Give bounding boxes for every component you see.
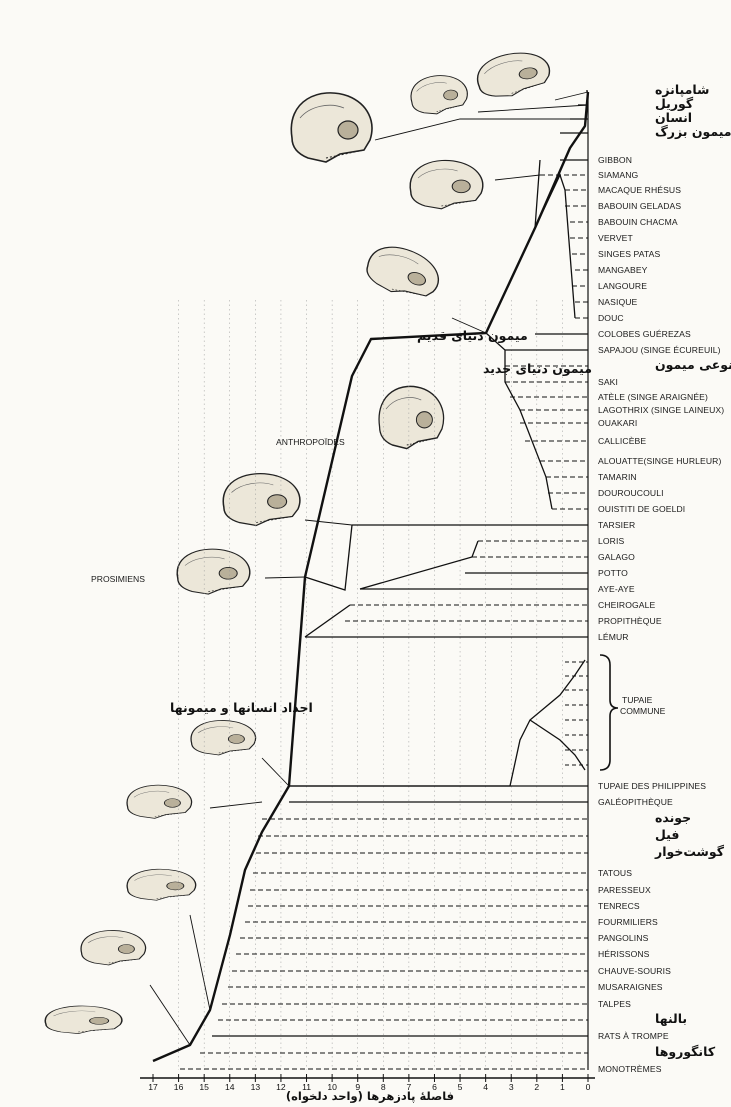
species-label: OUISTITI DE GOELDI	[598, 504, 685, 514]
species-label: TUPAIE DES PHILIPPINES	[598, 781, 706, 791]
species-label: GALAGO	[598, 552, 635, 562]
species-label: نوعی میمون	[655, 357, 731, 372]
species-label: MUSARAIGNES	[598, 982, 663, 992]
species-label: کانگوروها	[655, 1044, 716, 1059]
tick-label: 17	[148, 1082, 158, 1092]
anthropoids-label: ANTHROPOÏDES	[276, 437, 345, 447]
species-label: LÉMUR	[598, 632, 629, 642]
species-label: گوریل	[655, 96, 694, 111]
ancestors-label: اجداد انسانها و میمونها	[170, 700, 313, 715]
species-label: AYE-AYE	[598, 584, 635, 594]
species-label: CHEIROGALE	[598, 600, 656, 610]
species-label: DOUROUCOULI	[598, 488, 664, 498]
species-label: PANGOLINS	[598, 933, 649, 943]
species-label: CALLICÈBE	[598, 436, 646, 446]
species-label: میمون بزرگ	[655, 123, 731, 139]
species-label: SAKI	[598, 377, 618, 387]
tupaia-label-line2: COMMUNE	[620, 706, 666, 716]
species-label: SIAMANG	[598, 170, 639, 180]
species-label: شامپانزه	[655, 82, 709, 97]
species-label: PARESSEUX	[598, 885, 651, 895]
species-label: COLOBES GUÉREZAS	[598, 329, 691, 339]
species-label: RATS À TROMPE	[598, 1031, 669, 1041]
x-axis-title: فاصلهٔ پادزهرها (واحد دلخواه)	[286, 1089, 454, 1104]
tick-label: 13	[251, 1082, 261, 1092]
tupaia-label-line1: TUPAIE	[622, 695, 653, 705]
tick-label: 1	[560, 1082, 565, 1092]
species-label: ALOUATTE(SINGE HURLEUR)	[598, 456, 721, 466]
species-label: OUAKARI	[598, 418, 637, 428]
tick-label: 2	[534, 1082, 539, 1092]
species-label: DOUC	[598, 313, 624, 323]
species-label: POTTO	[598, 568, 628, 578]
tick-label: 4	[483, 1082, 488, 1092]
tick-label: 12	[276, 1082, 286, 1092]
species-label: NASIQUE	[598, 297, 638, 307]
tick-label: 0	[586, 1082, 591, 1092]
old-world-monkeys-label: میمون دنیای قدیم	[417, 328, 528, 343]
species-label: ATÈLE (SINGE ARAIGNÉE)	[598, 392, 708, 402]
tick-label: 15	[199, 1082, 209, 1092]
species-label: LAGOTHRIX (SINGE LAINEUX)	[598, 405, 724, 415]
species-label: FOURMILIERS	[598, 917, 658, 927]
tick-label: 5	[458, 1082, 463, 1092]
tick-label: 3	[509, 1082, 514, 1092]
species-label: BABOUIN CHACMA	[598, 217, 678, 227]
species-label: LANGOURE	[598, 281, 647, 291]
species-label: فیل	[655, 827, 679, 842]
species-label: TATOUS	[598, 868, 632, 878]
species-label: PROPITHÈQUE	[598, 616, 662, 626]
species-label: BABOUIN GELADAS	[598, 201, 681, 211]
species-label: TENRECS	[598, 901, 640, 911]
species-label: گوشت‌خوار	[654, 844, 725, 859]
species-label: TALPES	[598, 999, 631, 1009]
species-label: HÉRISSONS	[598, 949, 650, 959]
species-label: TAMARIN	[598, 472, 637, 482]
species-label: SINGES PATAS	[598, 249, 660, 259]
species-label: انسان	[655, 110, 692, 125]
species-label: جونده	[655, 810, 691, 825]
species-label: TARSIER	[598, 520, 635, 530]
species-label: GALÉOPITHÈQUE	[598, 797, 673, 807]
prosimians-label: PROSIMIENS	[91, 574, 145, 584]
species-label: MANGABEY	[598, 265, 648, 275]
tick-label: 16	[174, 1082, 184, 1092]
species-label: MACAQUE RHÉSUS	[598, 185, 681, 195]
tick-label: 14	[225, 1082, 235, 1092]
species-label: CHAUVE-SOURIS	[598, 966, 671, 976]
species-label: LORIS	[598, 536, 624, 546]
species-label: بالنها	[655, 1011, 687, 1026]
species-label: MONOTRÈMES	[598, 1064, 662, 1074]
species-label: VERVET	[598, 233, 633, 243]
new-world-monkeys-label: میمون دنیای جدید	[483, 361, 592, 376]
species-label: GIBBON	[598, 155, 632, 165]
species-label: SAPAJOU (SINGE ÉCUREUIL)	[598, 345, 721, 355]
